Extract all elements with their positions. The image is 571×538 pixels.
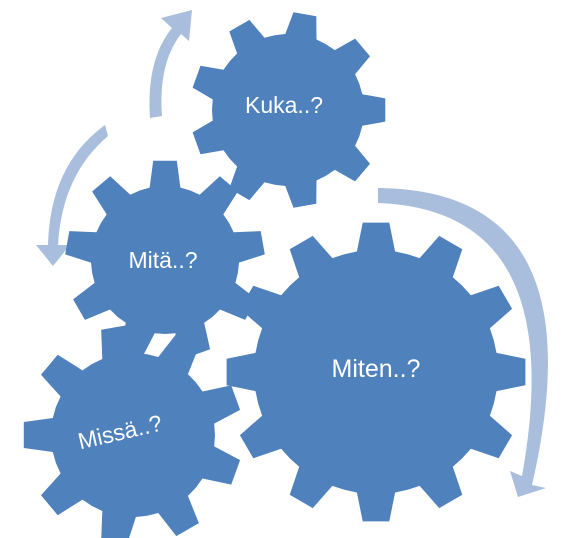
- cycle-arrow-right: [378, 188, 548, 497]
- cycle-arrow-left: [36, 125, 108, 266]
- labels-layer: Kuka..? Mitä..? Miten..? Missä..?: [75, 92, 420, 454]
- gear-mita: [65, 160, 265, 358]
- gears-layer: [23, 12, 526, 538]
- gear-miten: [226, 222, 526, 522]
- gear-missa: [23, 325, 241, 538]
- arrows-layer: [36, 10, 548, 497]
- cycle-arrow-top: [149, 10, 192, 118]
- gear-label-miten: Miten..?: [332, 355, 421, 383]
- gear-label-mita: Mitä..?: [128, 247, 197, 273]
- gear-kuka: [192, 12, 386, 208]
- gear-label-kuka: Kuka..?: [245, 92, 323, 118]
